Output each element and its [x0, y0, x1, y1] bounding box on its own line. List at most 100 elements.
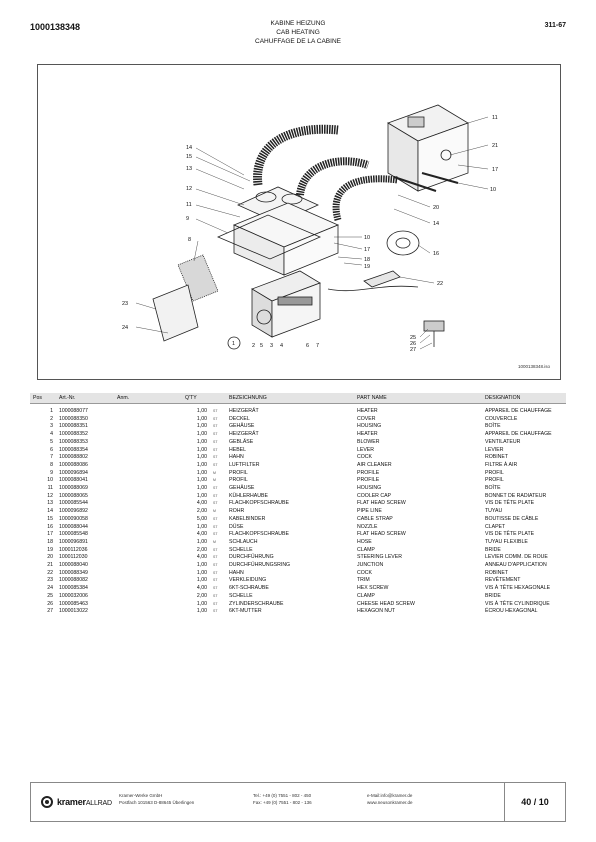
- housing-part: [387, 104, 469, 192]
- cell-qty: 1,00: [196, 438, 207, 445]
- col-pos: Pos: [30, 393, 56, 404]
- cell-pn: HEATER: [357, 408, 378, 414]
- cell-unit: ST: [213, 586, 218, 591]
- cell-qty: 1,00: [196, 492, 207, 499]
- footer-phone: Tel.: +49 (0) 7551 - 802 - 450 Fax: +49 …: [253, 792, 312, 806]
- cell-des: ANNEAU D'APPLICATION: [485, 562, 547, 569]
- page-code: 311-67: [544, 22, 566, 29]
- cell-qty: 1,00: [196, 477, 207, 484]
- cell-qty: 2,00: [196, 592, 207, 599]
- cell-bez: GEHÄUSE: [229, 423, 255, 430]
- cell-pos: 27: [47, 608, 53, 615]
- cell-anm: [114, 554, 182, 562]
- cell-des: FILTRE À AIR: [485, 461, 518, 468]
- cell-des: VIS À TÊTE CYLINDRIQUE: [485, 600, 550, 607]
- cell-bez: KABELBINDER: [229, 515, 266, 522]
- cell-pos: 21: [47, 562, 53, 569]
- cell-unit: ST: [213, 447, 218, 452]
- cell-bez: DÜSE: [229, 523, 244, 530]
- cell-bez: DURCHFÜHRUNGSRING: [229, 562, 291, 569]
- cell-unit: ST: [213, 593, 218, 598]
- cell-bez: GEBLÄSE: [229, 438, 254, 445]
- cell-pn: FLAT HEAD SCREW: [357, 500, 406, 507]
- cell-qty: 4,00: [196, 585, 207, 592]
- cell-art: 1000088350: [59, 415, 88, 422]
- cell-anm: [114, 585, 182, 593]
- cell-art: 1000088352: [59, 431, 88, 438]
- cell-qty: 1,00: [196, 461, 207, 468]
- cell-anm: [114, 608, 182, 616]
- cell-bez: PROFIL: [229, 469, 248, 476]
- cell-art: 1000088082: [59, 577, 88, 584]
- cell-art: 1000096894: [59, 469, 88, 476]
- cell-pos: 15: [47, 515, 53, 522]
- cell-bez: 6KT-SCHRAUBE: [229, 585, 269, 592]
- cell-des: VIS DE TÊTE PLATE: [485, 500, 535, 507]
- cell-pn: PIPE LINE: [357, 508, 382, 515]
- cell-anm: [114, 531, 182, 539]
- callout-10a: 10: [490, 187, 496, 193]
- cell-des: VIS DE TÊTE PLATE: [485, 531, 535, 538]
- cell-pos: 1: [50, 408, 53, 414]
- exploded-view-drawing: 14 15 13 12 11 9 8 23 24 11 21 17 10 20 …: [122, 104, 498, 353]
- doc-number: 1000138348: [30, 22, 81, 32]
- cell-qty: 1,00: [196, 577, 207, 584]
- cell-pn: PROFILE: [357, 477, 380, 484]
- cell-bez: HAHN: [229, 454, 244, 461]
- fax: Fax: +49 (0) 7551 - 802 - 136: [253, 800, 312, 805]
- cell-bez: 6KT-MUTTER: [229, 608, 262, 615]
- title-en: CAB HEATING: [276, 29, 320, 36]
- cell-bez: DURCHFÜHRUNG: [229, 554, 274, 561]
- cell-bez: DECKEL: [229, 415, 250, 422]
- cell-des: ÉCROU HEXAGONAL: [485, 608, 538, 615]
- callout-6: 6: [306, 343, 309, 349]
- col-anm: Anm.: [114, 393, 182, 404]
- exploded-view-figure: 14 15 13 12 11 9 8 23 24 11 21 17 10 20 …: [37, 64, 561, 380]
- callout-15: 15: [186, 154, 192, 160]
- cell-art: 1000088802: [59, 454, 88, 461]
- callout-7: 7: [316, 343, 319, 349]
- table-header-row: Pos Art.-Nr. Anm. Q'TY BEZEICHNUNG PART …: [30, 393, 566, 404]
- cell-anm: [114, 500, 182, 508]
- cell-art: 1000088044: [59, 523, 88, 530]
- cell-pn: PROFILE: [357, 469, 380, 476]
- cell-anm: [114, 493, 182, 501]
- cell-qty: 1,00: [196, 469, 207, 476]
- cell-qty: 1,00: [196, 485, 207, 492]
- cell-unit: ST: [213, 424, 218, 429]
- cell-des: BOÎTE: [485, 485, 501, 492]
- cell-pn: AIR CLEANER: [357, 461, 392, 468]
- cell-art: 1000090058: [59, 515, 88, 522]
- cell-pn: NOZZLE: [357, 523, 378, 530]
- air-filter-part: [177, 254, 219, 302]
- cell-art: 1000088349: [59, 569, 88, 576]
- cell-art: 1000088351: [59, 423, 88, 430]
- logo-text: kramerALLRAD: [57, 797, 112, 807]
- cell-art: 1000088353: [59, 438, 88, 445]
- callout-22: 22: [437, 281, 443, 287]
- title-fr: CAHUFFAGE DE LA CABINE: [255, 38, 341, 45]
- main-housing-part: [232, 202, 340, 276]
- cell-bez: KÜHLERHAUBE: [229, 492, 268, 499]
- logo-sub: ALLRAD: [85, 800, 112, 807]
- cell-pn: CHEESE HEAD SCREW: [357, 600, 415, 607]
- clamp-part: [423, 320, 445, 347]
- cell-unit: ST: [213, 570, 218, 575]
- cell-art: 1000088040: [59, 562, 88, 569]
- callout-4: 4: [280, 343, 283, 349]
- cell-anm: [114, 593, 182, 601]
- callout-5: 5: [260, 343, 263, 349]
- callout-8: 8: [188, 237, 191, 243]
- cell-pos: 9: [50, 469, 53, 476]
